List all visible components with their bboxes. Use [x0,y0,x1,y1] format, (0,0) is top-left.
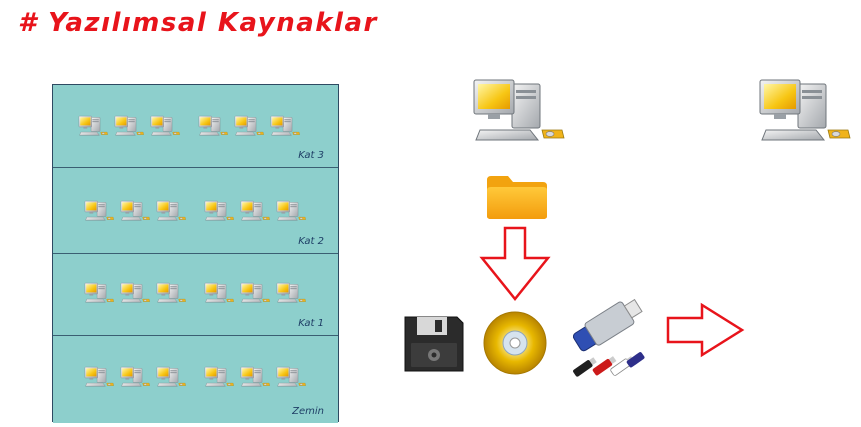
computer-icon [275,196,307,226]
floppy-disk-icon [404,316,464,372]
floor-label: Kat 1 [298,318,324,329]
computer-icon [119,196,151,226]
pc-row [83,362,311,392]
computer-icon [119,278,151,308]
floor-label: Kat 3 [298,150,324,161]
computer-icon [239,278,271,308]
floor-label: Zemin [292,406,324,417]
computer-icon [269,111,301,141]
usb-drive-icon [572,298,645,377]
computer-icon [155,278,187,308]
computer-icon [754,76,854,146]
floor-zemin: Zemin [53,335,338,423]
computer-icon [77,111,109,141]
computer-icon [203,196,235,226]
arrow-down-icon [479,226,551,301]
folder-icon [487,176,547,219]
computer-icon [239,362,271,392]
computer-icon [83,362,115,392]
floor-kat-2: Kat 2 [53,167,338,253]
computer-icon [83,196,115,226]
computer-icon [119,362,151,392]
floor-kat-3: Kat 3 [53,85,338,167]
computer-icon [239,196,271,226]
computer-icon [275,278,307,308]
computer-icon [149,111,181,141]
building: Kat 3 Kat 2 Kat 1 [52,84,339,423]
pc-row [83,278,311,308]
floor-kat-1: Kat 1 [53,253,338,335]
computer-icon [197,111,229,141]
computer-icon [155,196,187,226]
computer-icon [203,362,235,392]
cd-disc-icon [483,311,547,375]
computer-icon [155,362,187,392]
computer-icon [113,111,145,141]
page-title: # Yazılımsal Kaynaklar [18,8,378,38]
pc-row [83,196,311,226]
arrow-right-icon [666,302,745,358]
computer-icon [83,278,115,308]
floor-label: Kat 2 [298,236,324,247]
computer-icon [275,362,307,392]
computer-icon [203,278,235,308]
computer-icon [233,111,265,141]
pc-row [77,111,305,141]
computer-icon [468,76,568,146]
